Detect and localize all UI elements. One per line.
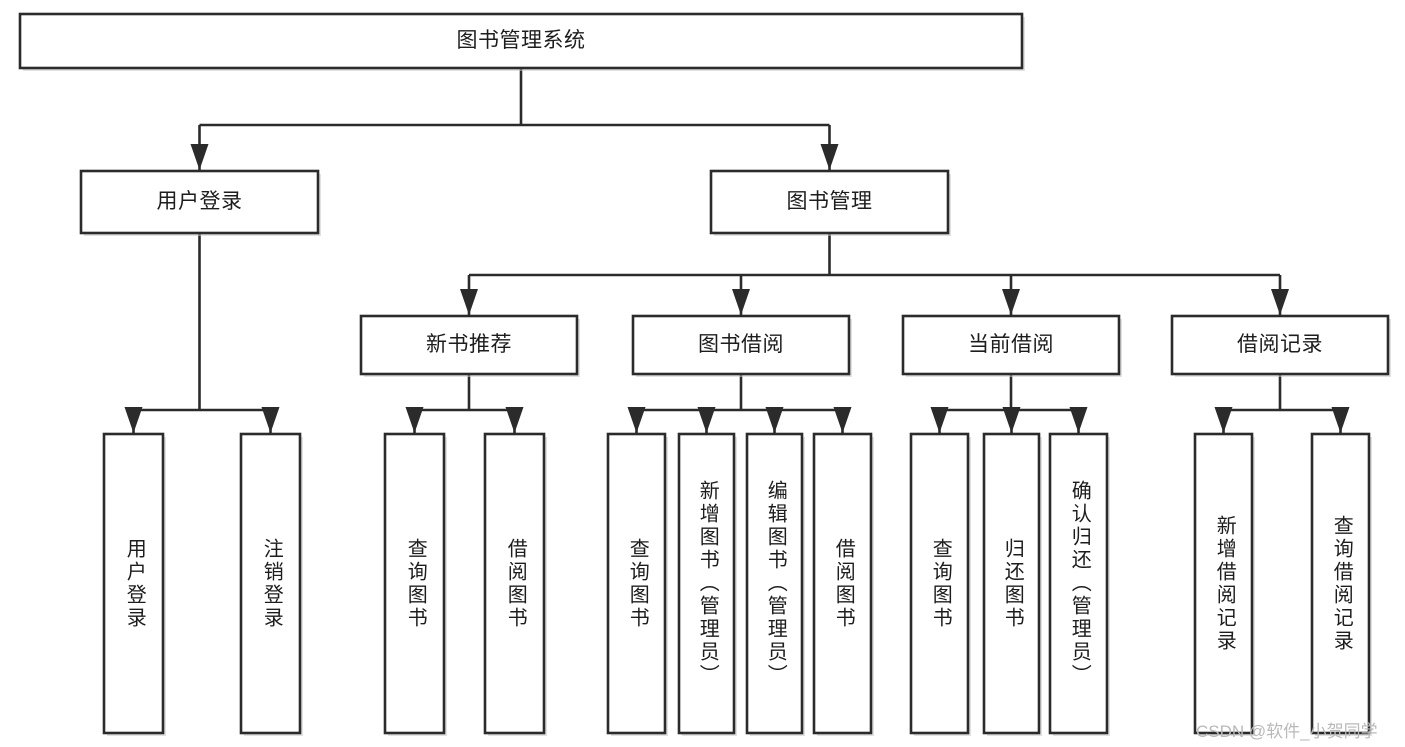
arrow-head-leaf-return-book	[1002, 407, 1021, 433]
node-box-root[interactable]	[18, 12, 1024, 70]
arrow-head-book-manage	[820, 144, 839, 170]
arrow-head-leaf-add-record	[1214, 407, 1233, 433]
arrow-head-leaf-borrow-book-1	[505, 407, 524, 433]
node-box-leaf-query-book-1[interactable]	[383, 432, 446, 735]
node-box-book-borrow[interactable]	[631, 314, 851, 376]
node-box-book-manage[interactable]	[709, 169, 950, 235]
arrow-head-leaf-query-record	[1331, 407, 1350, 433]
arrow-head-leaf-user-login	[124, 407, 143, 433]
node-box-leaf-borrow-book-2[interactable]	[812, 432, 873, 735]
node-box-new-book-rec[interactable]	[359, 314, 579, 376]
node-box-leaf-logout[interactable]	[239, 432, 302, 735]
node-box-leaf-query-book-2[interactable]	[606, 432, 667, 735]
arrow-head-current-borrow	[1002, 289, 1020, 315]
arrow-head-user-login	[190, 144, 209, 170]
arrow-head-leaf-query-book-2	[627, 407, 646, 433]
node-box-leaf-query-record[interactable]	[1310, 432, 1371, 735]
arrow-head-book-borrow	[732, 289, 750, 315]
node-box-leaf-return-book[interactable]	[982, 432, 1041, 735]
node-box-leaf-borrow-book-1[interactable]	[483, 432, 546, 735]
node-box-leaf-add-record[interactable]	[1193, 432, 1254, 735]
node-box-leaf-confirm-return[interactable]	[1048, 432, 1109, 735]
arrow-head-new-book-rec	[460, 289, 478, 315]
node-box-leaf-edit-book[interactable]	[745, 432, 804, 735]
arrow-head-leaf-logout	[261, 407, 280, 433]
arrow-head-leaf-confirm-return	[1069, 407, 1088, 433]
arrow-head-leaf-query-book-1	[405, 407, 424, 433]
arrow-head-leaf-query-book-3	[930, 407, 949, 433]
node-box-leaf-user-login[interactable]	[102, 432, 165, 735]
node-box-leaf-add-book[interactable]	[677, 432, 736, 735]
node-box-borrow-record[interactable]	[1170, 314, 1390, 376]
arrow-head-borrow-record	[1271, 289, 1289, 315]
edge-layer	[124, 68, 1350, 433]
box-layer	[18, 12, 1391, 736]
arrow-head-leaf-edit-book	[765, 407, 784, 433]
node-box-current-borrow[interactable]	[901, 314, 1121, 376]
node-box-leaf-query-book-3[interactable]	[909, 432, 970, 735]
node-box-user-login[interactable]	[79, 169, 320, 235]
arrow-head-leaf-add-book	[697, 407, 716, 433]
arrow-head-leaf-borrow-book-2	[833, 407, 852, 433]
